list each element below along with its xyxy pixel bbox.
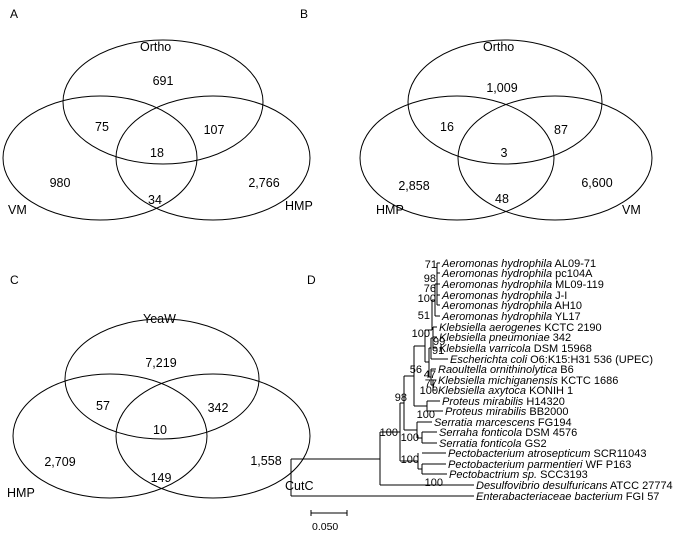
bootstrap-value: 47 (424, 369, 436, 381)
taxon-label: Escherichta coli O6:K15:H31 536 (UPEC) (450, 354, 653, 366)
bootstrap-value: 100 (420, 385, 438, 397)
region-count: 342 (208, 401, 229, 415)
tree-panel-d: D (290, 258, 673, 533)
region-count: 34 (148, 193, 162, 207)
venn-panel-a: A Ortho VM HMP 691 75 107 18 980 34 2,76… (2, 7, 313, 221)
taxon-label: Aeromonas hydrophila YL17 (441, 311, 581, 323)
region-count: 87 (554, 123, 568, 137)
taxon-label: Raoultella ornithinolytica B6 (438, 364, 574, 376)
taxon-label: Serratia marcescens FG194 (434, 417, 572, 429)
venn-panel-b: B Ortho HMP VM 1,009 16 87 3 2,858 48 6,… (300, 7, 653, 221)
panel-letter: B (300, 7, 308, 21)
region-count: 57 (96, 399, 110, 413)
venn-circle-top (62, 39, 264, 165)
bootstrap-value: 99 (433, 336, 445, 348)
taxon-label: Pectobactrium sp. SCC3193 (449, 469, 588, 481)
region-count: 10 (153, 423, 167, 437)
bootstrap-value: 100 (425, 477, 443, 489)
region-count: 2,858 (398, 179, 429, 193)
taxon-label: Aeromonas hydrophila J-I (441, 290, 567, 302)
taxon-label: Enterabacteriaceae bacterium FGI 57 (476, 491, 659, 503)
venn-circle-right (457, 95, 653, 221)
taxon-label: Serraha fonticola DSM 4576 (439, 427, 577, 439)
set-label-left: HMP (376, 203, 404, 217)
taxon-label: Aeromonas hydrophila ML09-119 (441, 279, 604, 291)
taxon-label: Pectobacterium parmentieri WF P163 (448, 459, 631, 471)
venn-circle-right (115, 373, 311, 499)
venn-circle-left (2, 95, 198, 221)
bootstrap-value: 98 (395, 392, 407, 404)
bootstrap-value: 56 (410, 364, 422, 376)
region-count: 691 (153, 74, 174, 88)
set-label-left: HMP (7, 486, 35, 500)
set-label-top: YeaW (143, 312, 176, 326)
taxon-label: Aeromonas hydrophila AL09-71 (441, 258, 596, 270)
bootstrap-value: 91 (432, 345, 444, 357)
region-count: 107 (204, 123, 225, 137)
bootstrap-value: 100 (401, 454, 419, 466)
bootstrap-value: 76 (424, 283, 436, 295)
set-label-right: VM (622, 203, 641, 217)
bootstrap-value: 100 (380, 427, 398, 439)
taxon-label: Klebsiella aerogenes KCTC 2190 (439, 322, 602, 334)
bootstrap-value: 71 (425, 259, 437, 271)
region-count: 3 (501, 146, 508, 160)
taxon-label: Klebsiella axytoca KONIH 1 (438, 385, 573, 397)
scale-bar-label: 0.050 (312, 521, 338, 533)
region-count: 1,558 (250, 454, 281, 468)
region-count: 48 (495, 192, 509, 206)
taxon-label: Proteus mirabilis BB2000 (445, 406, 569, 418)
set-label-right: CutC (285, 479, 313, 493)
bootstrap-value: 77 (425, 378, 437, 390)
region-count: 75 (95, 120, 109, 134)
panel-letter: C (10, 273, 19, 287)
tree-branches (290, 262, 474, 497)
venn-panel-c: C YeaW HMP CutC 7,219 57 342 10 2,709 14… (7, 273, 313, 500)
taxon-label: Aeromonas hydrophila pc104A (441, 268, 593, 280)
venn-circle-left (12, 373, 208, 499)
set-label-right: HMP (285, 199, 313, 213)
taxon-label: Proteus mirabilis H14320 (442, 396, 565, 408)
panel-letter: D (307, 273, 316, 287)
set-label-top: Ortho (483, 40, 514, 54)
venn-circle-top (64, 318, 260, 440)
region-count: 7,219 (145, 356, 176, 370)
set-label-left: VM (8, 203, 27, 217)
region-count: 2,766 (248, 176, 279, 190)
bootstrap-value: 51 (418, 310, 430, 322)
taxon-label: Desulfovibrio desulfuricans ATCC 27774 (476, 480, 673, 492)
bootstrap-value: 100 (401, 432, 419, 444)
venn-circle-left (359, 95, 555, 221)
panel-letter: A (10, 7, 18, 21)
region-count: 2,709 (44, 455, 75, 469)
region-count: 980 (50, 176, 71, 190)
taxon-label: Klebsiella michiganensis KCTC 1686 (438, 375, 618, 387)
taxon-label: Aeromonas hydrophila AH10 (441, 300, 582, 312)
taxon-label: Pectobacterium atrosepticum SCR11043 (448, 448, 647, 460)
region-count: 18 (150, 146, 164, 160)
taxon-label: Serratia fonticola GS2 (439, 438, 547, 450)
bootstrap-value: 100 (418, 293, 436, 305)
taxon-label: Klebsiella varricola DSM 15968 (439, 343, 592, 355)
bootstrap-value: 100 (417, 409, 435, 421)
taxon-label: Klebsiella pneumoniae 342 (439, 332, 571, 344)
region-count: 149 (151, 471, 172, 485)
set-label-top: Ortho (140, 40, 171, 54)
region-count: 16 (440, 120, 454, 134)
region-count: 6,600 (581, 176, 612, 190)
venn-circle-right (115, 95, 311, 221)
bootstrap-value: 100 (412, 328, 430, 340)
venn-circle-top (407, 39, 603, 165)
bootstrap-value: 98 (424, 273, 436, 285)
region-count: 1,009 (486, 81, 517, 95)
